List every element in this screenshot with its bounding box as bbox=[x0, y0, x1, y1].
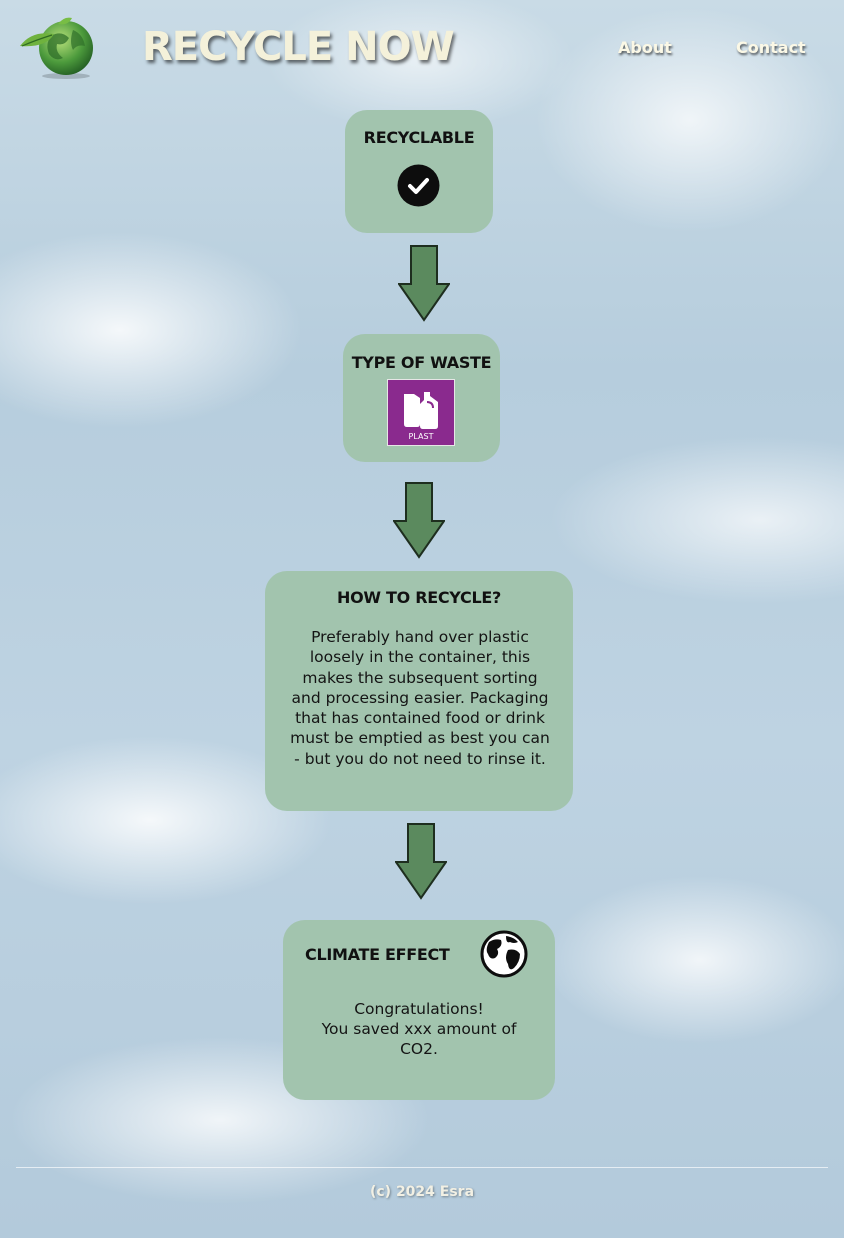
nav-about-link[interactable]: About bbox=[618, 38, 672, 57]
how-to-line: makes the subsequent sorting bbox=[302, 668, 538, 687]
how-to-line: must be emptied as best you can bbox=[290, 729, 550, 748]
how-to-recycle-text: Preferably hand over plastic loosely in … bbox=[283, 627, 557, 769]
waste-type-title: TYPE OF WASTE bbox=[351, 353, 492, 372]
footer-copyright: (c) 2024 Esra bbox=[369, 1184, 475, 1200]
site-header: RECYCLE NOW About Contact bbox=[0, 0, 844, 100]
waste-type-card: TYPE OF WASTE PLAST bbox=[343, 334, 500, 462]
how-to-line: loosely in the container, this bbox=[309, 648, 531, 667]
footer-divider bbox=[16, 1167, 828, 1168]
how-to-line: and processing easier. Packaging bbox=[291, 688, 549, 707]
down-arrow-3 bbox=[395, 823, 447, 900]
down-arrow-1 bbox=[398, 245, 450, 322]
recyclable-card: RECYCLABLE bbox=[345, 110, 493, 233]
climate-effect-card: CLIMATE EFFECT Congratulations! You save… bbox=[283, 920, 555, 1100]
nav-contact-link[interactable]: Contact bbox=[736, 38, 806, 57]
how-to-recycle-card: HOW TO RECYCLE? Preferably hand over pla… bbox=[265, 571, 573, 811]
plastic-label: PLAST bbox=[408, 432, 434, 441]
site-title: RECYCLE NOW bbox=[142, 24, 455, 70]
how-to-line: Preferably hand over plastic bbox=[311, 628, 529, 646]
climate-line: Congratulations! bbox=[354, 1000, 484, 1018]
climate-effect-title: CLIMATE EFFECT bbox=[305, 945, 450, 964]
plastic-waste-icon: PLAST bbox=[387, 379, 455, 446]
how-to-line: that has contained food or drink bbox=[295, 709, 545, 728]
how-to-line: - but you do not need to rinse it. bbox=[294, 749, 546, 768]
down-arrow-2 bbox=[393, 482, 445, 559]
how-to-recycle-title: HOW TO RECYCLE? bbox=[337, 588, 501, 607]
climate-line: You saved xxx amount of bbox=[321, 1020, 517, 1038]
globe-icon bbox=[480, 930, 528, 978]
recycle-globe-leaf-logo[interactable] bbox=[18, 16, 98, 80]
climate-line: CO2. bbox=[400, 1040, 438, 1058]
check-circle-icon bbox=[397, 164, 440, 207]
recyclable-title: RECYCLABLE bbox=[363, 128, 475, 147]
